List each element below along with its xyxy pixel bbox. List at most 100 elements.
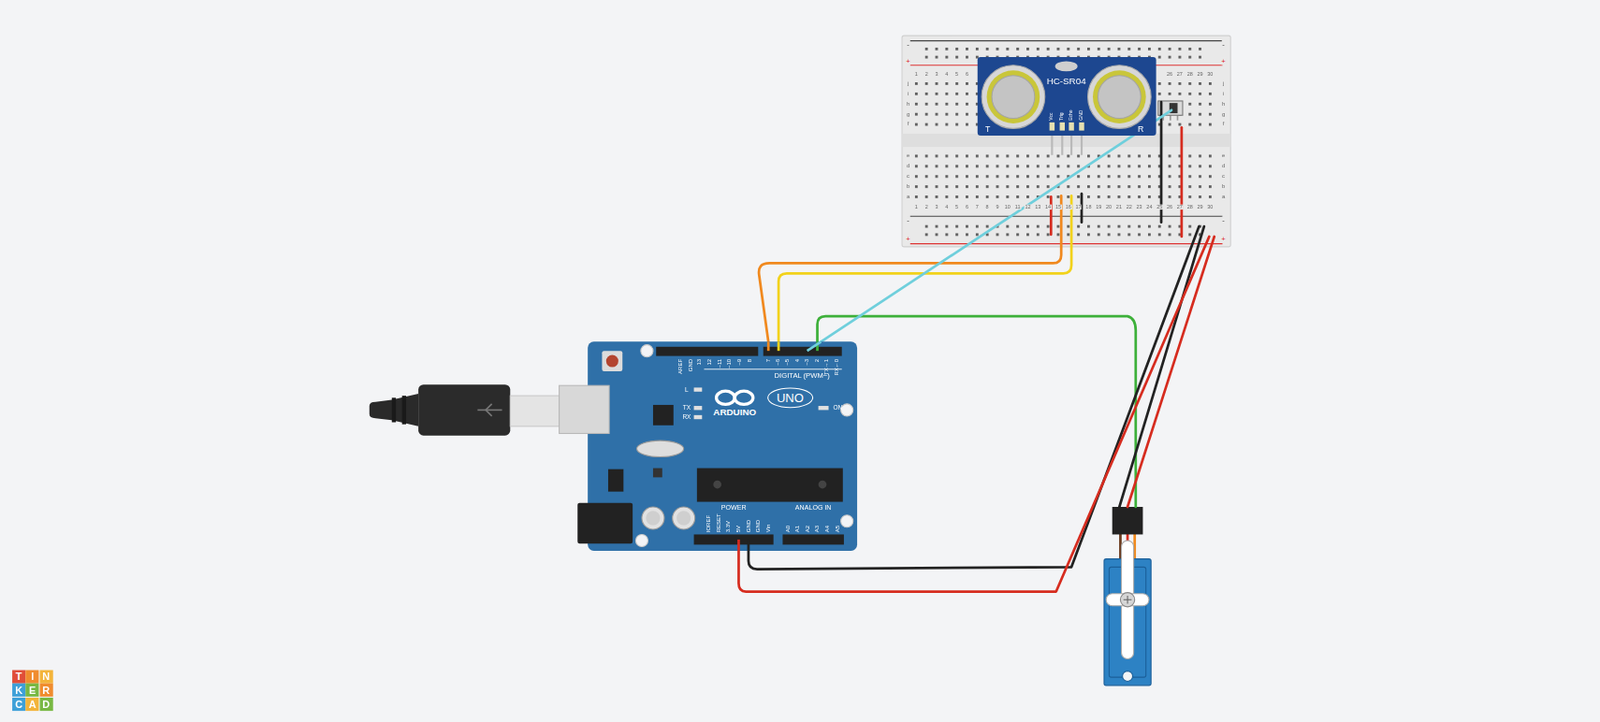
row-letter: j [906,80,909,87]
microcontroller-board: ARDUINO UNO [587,341,858,552]
sensor-details [977,57,1157,136]
row-letter: c [906,174,911,180]
rail-sign: - [1221,40,1226,48]
node-text: HC-SR04 [1047,76,1087,87]
row-letter: i [1221,90,1224,97]
column-number: 29 [1196,204,1204,210]
node-text: E [26,683,40,698]
column-number: 23 [1135,204,1143,210]
logo-tile: K [12,683,26,698]
column-number: 15 [1054,204,1062,210]
column-number: 7 [974,204,979,210]
logo-tile: N [39,669,53,684]
node-text: UNO [776,392,804,405]
column-number: 3 [934,204,939,210]
sensor-pins [1051,132,1082,156]
column-number: 14 [1045,204,1052,210]
model-badge: UNO [767,387,814,408]
column-number: 6 [964,204,969,210]
logo-tile: A [26,698,40,712]
column-number: 2 [924,204,929,210]
column-number: 28 [1186,72,1193,77]
rail-sign: + [905,234,912,243]
row-letter: f [1221,121,1225,128]
column-number: 1 [914,72,918,77]
column-number: 29 [1196,72,1204,77]
row-letter: b [905,184,910,190]
row-letter: h [1221,101,1225,107]
column-number: 20 [1105,204,1112,210]
rail-sign: - [1221,217,1226,225]
usb-cable [369,384,560,437]
row-letter: e [1221,153,1225,160]
column-number: 5 [955,72,960,77]
ultrasonic-sensor: HC-SR04 [977,57,1157,136]
column-number: 28 [1186,204,1193,210]
rail-sign: + [1221,234,1227,243]
logo-tile: R [39,683,53,698]
row-letter: a [905,193,910,200]
row-letter: g [1221,111,1225,117]
column-number: 30 [1207,204,1214,210]
column-number: 4 [945,204,949,210]
logo-tile: D [39,698,53,712]
row-letter: d [1221,163,1225,170]
logo-tile: T [12,669,26,684]
column-number: 25 [1156,204,1164,210]
column-number: 24 [1146,204,1153,210]
column-number: 19 [1095,204,1103,210]
board-details [587,341,858,552]
column-number: 6 [964,72,969,77]
rail-sign: - [906,217,911,225]
row-letter: b [1221,184,1225,190]
column-number: 8 [985,204,990,210]
node-text: T [12,669,26,684]
row-letter: j [1221,80,1224,87]
column-number: 16 [1064,204,1072,210]
servo-motor [1104,507,1151,686]
node-text: ARDUINO [712,408,757,419]
column-number: 26 [1165,72,1173,77]
breadboard [901,35,1231,248]
logo-tile: I [26,669,40,684]
node-text: D [39,698,53,712]
column-number: 22 [1125,204,1133,210]
node-text: K [12,683,26,698]
row-letter: g [905,111,910,117]
node-text: R [39,683,53,698]
column-number: 12 [1024,204,1032,210]
column-number: 13 [1034,204,1042,210]
node-text: N [39,669,53,684]
row-letter: d [905,163,910,170]
node-text: I [26,669,40,684]
column-number: 21 [1115,204,1122,210]
column-number: 10 [1003,204,1011,210]
column-number: 4 [945,72,949,77]
row-letter: h [905,101,910,107]
rail-sign: + [905,58,912,66]
column-number: 17 [1075,204,1082,210]
column-number: 3 [934,72,939,77]
rail-sign: - [906,40,911,48]
node-text: C [12,698,26,712]
column-number: 27 [1176,204,1183,210]
column-number: 2 [924,72,929,77]
row-letter: e [905,153,910,160]
row-letter: c [1221,174,1226,180]
column-number: 5 [955,204,960,210]
column-number: 26 [1165,204,1173,210]
column-number: 18 [1085,204,1092,210]
row-letter: i [906,90,909,97]
row-letter: f [906,121,910,128]
row-letter: a [1221,193,1225,200]
rail-sign: + [1221,58,1227,66]
logo-tile: C [12,698,26,712]
node-text: A [26,698,40,712]
column-number: 11 [1014,204,1021,210]
logo-tile: E [26,683,40,698]
column-number: 30 [1207,72,1214,77]
column-number: 9 [995,204,1000,210]
column-number: 1 [914,204,918,210]
column-number: 27 [1176,72,1183,77]
